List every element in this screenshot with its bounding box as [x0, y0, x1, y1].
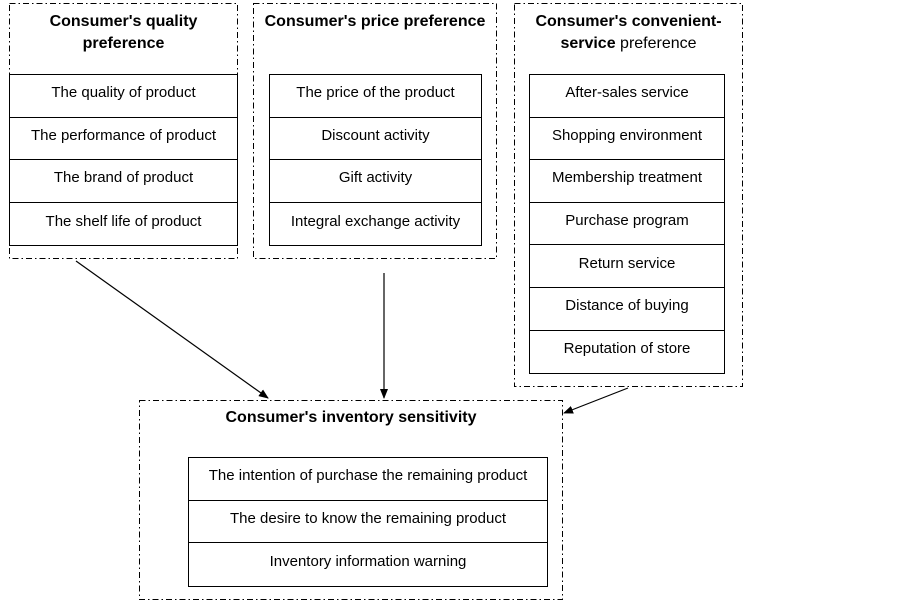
quality-item: The quality of product [10, 75, 237, 118]
arrow-quality-to-inventory [75, 260, 269, 399]
price-title-text: Consumer's price preference [264, 13, 486, 30]
quality-title-text: Consumer's quality preference [49, 13, 198, 52]
price-group-border [253, 3, 497, 259]
convenient-service-preference-group: Consumer's convenient-service preference… [514, 3, 743, 387]
convenient-item: After-sales service [530, 75, 724, 118]
arrow-convenient-to-inventory [563, 387, 629, 414]
price-item: Integral exchange activity [290, 212, 461, 230]
inventory-group-border [139, 400, 563, 600]
convenient-items-box: After-sales service Shopping environment… [529, 74, 725, 375]
inventory-sensitivity-group: Consumer's inventory sensitivity The int… [139, 400, 563, 600]
price-preference-group: Consumer's price preference The price of… [253, 3, 497, 259]
inventory-group-title: Consumer's inventory sensitivity [139, 407, 563, 429]
inventory-item: The intention of purchase the remaining … [189, 458, 547, 501]
convenient-group-border [514, 3, 743, 387]
convenient-item: Reputation of store [563, 340, 691, 358]
price-item: Gift activity [270, 160, 481, 203]
price-items-box: The price of the product Discount activi… [269, 74, 482, 247]
convenient-item: Distance of buying [530, 288, 724, 331]
quality-item: The performance of product [10, 118, 237, 161]
convenient-title-text: Consumer's convenient-service [535, 13, 722, 52]
inventory-items-box: The intention of purchase the remaining … [188, 457, 548, 587]
convenient-item: Membership treatment [530, 160, 724, 203]
convenient-title-rest: preference [615, 35, 697, 52]
price-item: The price of the product [270, 75, 481, 118]
convenient-item: Return service [530, 245, 724, 288]
inventory-item: Inventory information warning [269, 552, 467, 570]
quality-item: The brand of product [10, 160, 237, 203]
quality-group-title: Consumer's quality preference [9, 11, 238, 55]
inventory-title-text: Consumer's inventory sensitivity [225, 409, 477, 426]
convenient-item: Purchase program [530, 203, 724, 246]
convenient-group-title: Consumer's convenient-service preference [514, 11, 743, 55]
quality-item: The shelf life of product [45, 212, 202, 230]
price-item: Discount activity [270, 118, 481, 161]
inventory-item: The desire to know the remaining product [189, 501, 547, 544]
quality-items-box: The quality of product The performance o… [9, 74, 238, 247]
convenient-item: Shopping environment [530, 118, 724, 161]
price-group-title: Consumer's price preference [253, 11, 497, 33]
quality-preference-group: Consumer's quality preference The qualit… [9, 3, 238, 259]
